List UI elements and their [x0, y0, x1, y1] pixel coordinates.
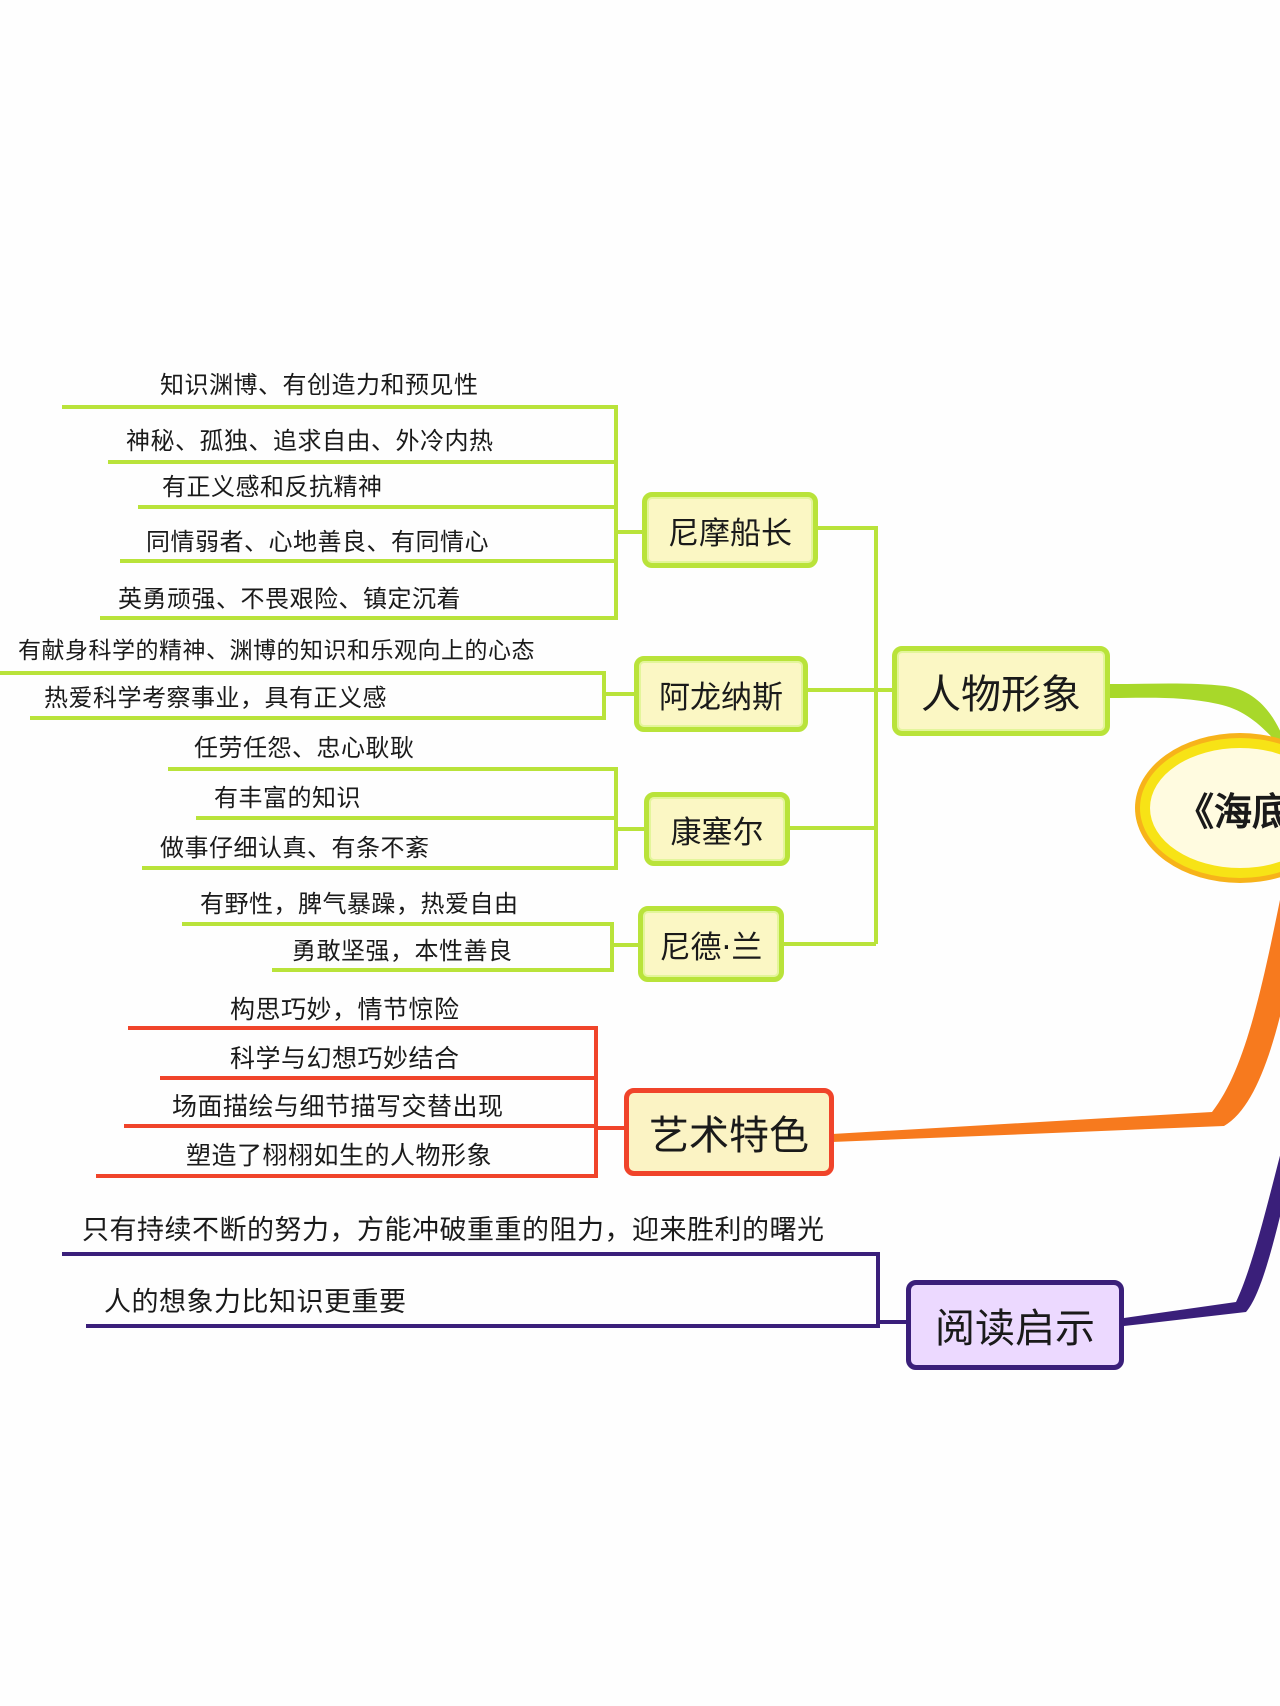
nemo-node[interactable]: 尼摩船长 — [642, 492, 818, 568]
characters-node[interactable]: 人物形象 — [892, 646, 1110, 736]
center-title: 《海底 — [1176, 789, 1280, 834]
art-item-3: 场面描绘与细节描写交替出现 — [172, 1092, 504, 1121]
nemo-trait-2: 神秘、孤独、追求自由、外冷内热 — [126, 427, 494, 455]
art-node[interactable]: 艺术特色 — [624, 1088, 834, 1176]
inspiration-item-1: 只有持续不断的努力，方能冲破重重的阻力，迎来胜利的曙光 — [82, 1215, 825, 1246]
aronnax-trait-1: 有献身科学的精神、渊博的知识和乐观向上的心态 — [18, 638, 535, 664]
conseil-trait-3: 做事仔细认真、有条不紊 — [160, 834, 430, 862]
conseil-trait-2: 有丰富的知识 — [214, 784, 361, 812]
conseil-node[interactable]: 康塞尔 — [644, 792, 790, 866]
art-item-4: 塑造了栩栩如生的人物形象 — [186, 1141, 493, 1170]
nemo-trait-3: 有正义感和反抗精神 — [162, 473, 383, 501]
conseil-label: 康塞尔 — [670, 814, 764, 851]
ned-node[interactable]: 尼德·兰 — [638, 906, 784, 982]
art-item-1: 构思巧妙，情节惊险 — [230, 995, 460, 1024]
inspiration-main-branch — [1124, 1155, 1280, 1326]
art-main-branch — [832, 899, 1280, 1142]
art-item-lines — [96, 1026, 626, 1178]
art-label: 艺术特色 — [649, 1113, 809, 1159]
aronnax-label: 阿龙纳斯 — [659, 679, 783, 716]
center-title-node[interactable]: 《海底 — [1140, 738, 1280, 878]
ned-trait-lines — [182, 922, 640, 972]
characters-trunk-lines — [784, 526, 894, 946]
aronnax-node[interactable]: 阿龙纳斯 — [634, 656, 808, 732]
ned-label: 尼德·兰 — [659, 929, 763, 966]
aronnax-trait-2: 热爱科学考察事业，具有正义感 — [44, 684, 387, 712]
conseil-trait-lines — [142, 767, 644, 870]
ned-trait-1: 有野性，脾气暴躁，热爱自由 — [200, 890, 519, 918]
ned-trait-2: 勇敢坚强，本性善良 — [292, 937, 513, 965]
nemo-trait-lines — [62, 405, 644, 620]
art-item-2: 科学与幻想巧妙结合 — [230, 1044, 460, 1073]
inspiration-item-2: 人的想象力比知识更重要 — [104, 1287, 407, 1318]
aronnax-trait-lines — [0, 671, 636, 720]
conseil-trait-1: 任劳任怨、忠心耿耿 — [194, 734, 415, 762]
inspiration-node[interactable]: 阅读启示 — [906, 1280, 1124, 1370]
nemo-trait-5: 英勇顽强、不畏艰险、镇定沉着 — [118, 585, 461, 613]
inspiration-label: 阅读启示 — [935, 1306, 1095, 1352]
nemo-trait-4: 同情弱者、心地善良、有同情心 — [146, 528, 489, 556]
inspiration-item-lines — [62, 1252, 906, 1328]
nemo-label: 尼摩船长 — [668, 515, 792, 552]
nemo-trait-1: 知识渊博、有创造力和预见性 — [160, 371, 479, 399]
characters-main-branch — [1110, 683, 1280, 746]
characters-label: 人物形象 — [921, 672, 1081, 718]
